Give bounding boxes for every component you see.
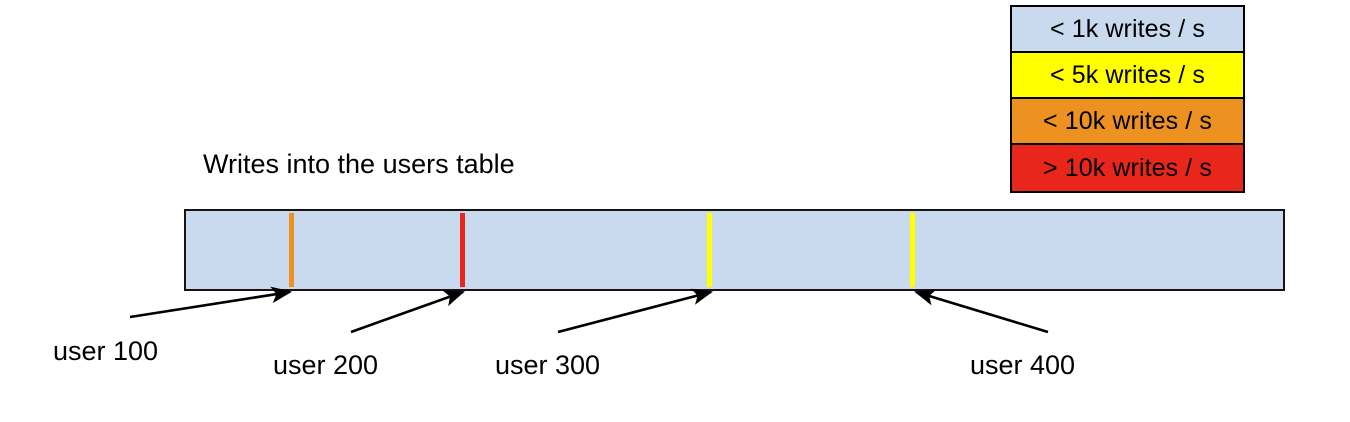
legend-row-0: < 1k writes / s — [1012, 7, 1243, 53]
callout-label-user-100: user 100 — [53, 336, 159, 366]
legend-label-2: < 10k writes / s — [1042, 106, 1213, 135]
arrow-user-100 — [129, 286, 293, 319]
user-400-marker — [910, 213, 916, 287]
arrow-user-200 — [350, 290, 465, 334]
legend-label-0: < 1k writes / s — [1049, 14, 1205, 43]
legend-row-1: < 5k writes / s — [1012, 53, 1243, 99]
users-table-strip — [184, 209, 1285, 291]
legend-label-3: > 10k writes / s — [1042, 153, 1213, 182]
chart-title: Writes into the users table — [203, 149, 515, 179]
legend-row-2: < 10k writes / s — [1012, 99, 1243, 145]
callout-label-user-400: user 400 — [970, 350, 1076, 380]
user-300-marker — [707, 213, 713, 287]
strip-body — [184, 209, 1285, 291]
arrow-user-400 — [914, 289, 1049, 334]
callout-label-user-300: user 300 — [495, 350, 601, 380]
legend-label-1: < 5k writes / s — [1049, 60, 1205, 89]
user-200-marker — [460, 213, 466, 287]
legend-row-3: > 10k writes / s — [1012, 145, 1243, 191]
user-100-marker — [289, 213, 295, 287]
arrow-user-300 — [557, 288, 714, 334]
legend: < 1k writes / s < 5k writes / s < 10k wr… — [1010, 5, 1245, 193]
callout-label-user-200: user 200 — [273, 350, 379, 380]
